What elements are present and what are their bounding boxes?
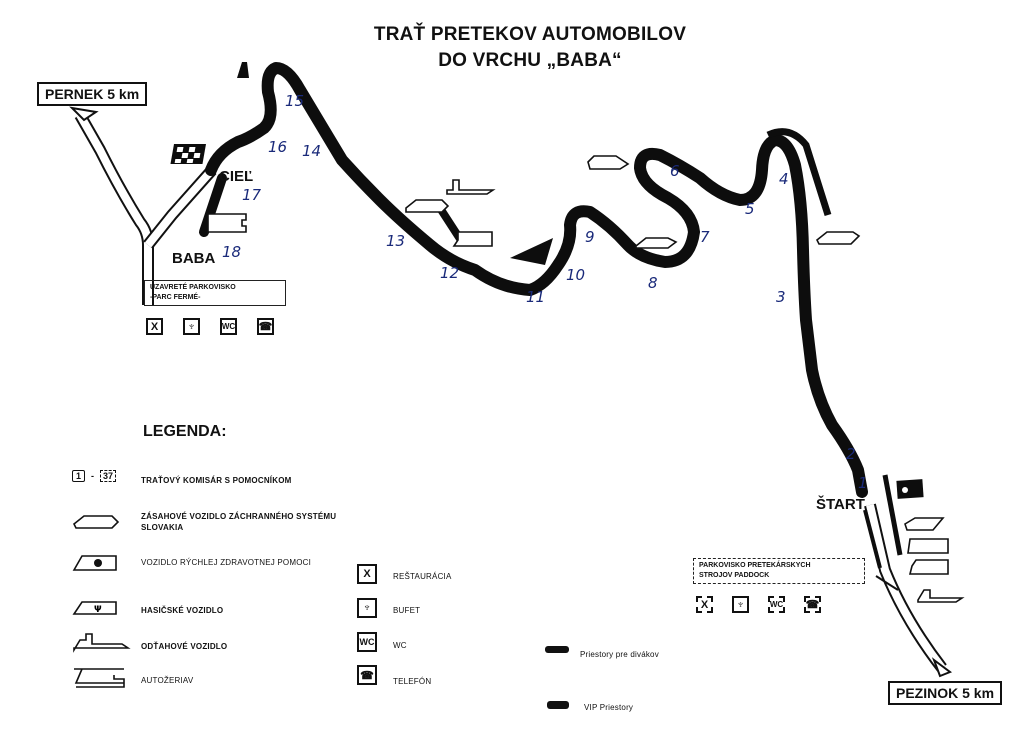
fire-truck-icon: [908, 559, 949, 575]
marshal-post-17: 17: [242, 186, 262, 204]
race-track: [205, 62, 868, 498]
legend-item-crane: AUTOŽERIAV: [141, 676, 194, 685]
start-house-icon: [896, 479, 924, 499]
buffet-icon: ♆: [732, 596, 749, 613]
crane-truck-icon: [207, 213, 247, 233]
legend-buffet-label: BUFET: [393, 606, 421, 615]
legend-telephone-label: TELEFÓN: [393, 677, 432, 686]
paddock-line2: STROJOV PADDOCK: [699, 572, 770, 579]
legend-item-rescue: ZÁSAHOVÉ VOZIDLO ZÁCHRANNÉHO SYSTÉMU SLO…: [141, 512, 337, 532]
marshal-post-14: 14: [302, 142, 322, 160]
pezinok-arrow-icon: [931, 657, 953, 678]
legend-restaurant-icon: X: [357, 564, 377, 584]
telephone-icon: ☎: [804, 596, 821, 613]
legend-item-ambulance: VOZIDLO RÝCHLEJ ZDRAVOTNEJ POMOCI: [141, 558, 312, 567]
ambulance-icon: [452, 231, 493, 247]
legend-marshal-range: 1 - 37: [72, 470, 117, 482]
marshal-range-to: 37: [100, 470, 117, 482]
pezinok-sign: PEZINOK 5 km: [888, 681, 1003, 705]
spectator-area-4: [766, 128, 832, 217]
legend-vip-area-label: VIP Priestory: [584, 703, 634, 712]
rescue-car-icon: [635, 237, 678, 249]
legend-spectator-area-icon: [545, 646, 569, 653]
pernek-sign: PERNEK 5 km: [37, 82, 148, 106]
marshal-post-11: 11: [526, 288, 546, 306]
finish-label: CIEĽ: [219, 168, 254, 185]
title-line-2: DO VRCHU „BABA“: [438, 50, 622, 71]
marshal-post-2: 2: [846, 445, 856, 463]
parc-ferme-facilities: X ♆ WC ☎: [146, 318, 274, 335]
pernek-arrow-icon: [69, 106, 99, 122]
legend-item-fire: HASIČSKÉ VOZIDLO: [141, 606, 224, 615]
legend-rescue-car-icon: [72, 515, 120, 529]
parc-ferme-box: UZAVRETÉ PARKOVISKO -PARC FERMÉ-: [144, 280, 286, 306]
pernek-road: [69, 106, 217, 305]
marshal-post-13: 13: [386, 232, 406, 250]
marshal-post-10: 10: [566, 266, 586, 284]
start-stand-left: [863, 509, 882, 569]
tow-truck-icon: [917, 589, 965, 603]
legend-fire-truck-icon: Ψ: [72, 601, 117, 615]
parc-ferme-line2: -PARC FERMÉ-: [150, 294, 201, 301]
marshal-post-9: 9: [585, 228, 595, 246]
telephone-icon: ☎: [257, 318, 274, 335]
pezinok-road: [864, 503, 953, 678]
legend-item-marshal: TRAŤOVÝ KOMISÁR S POMOCNÍKOM: [141, 476, 292, 485]
marshal-post-8: 8: [648, 274, 658, 292]
legend-telephone-icon: ☎: [357, 665, 377, 685]
baba-label: BABA: [172, 250, 216, 267]
marshal-post-12: 12: [440, 264, 460, 282]
legend-spectator-area-label: Priestory pre divákov: [580, 650, 659, 659]
wc-icon: WC: [220, 318, 237, 335]
vip-area-10: [510, 238, 553, 265]
svg-text:Ψ: Ψ: [94, 605, 102, 615]
peak-marker-icon: [237, 62, 249, 78]
legend-item-tow: ODŤAHOVÉ VOZIDLO: [141, 642, 228, 651]
legend-ambulance-icon: [72, 555, 117, 571]
checkered-flag-icon: [170, 144, 206, 164]
paddock-facilities: X ♆ WC ☎: [696, 596, 821, 613]
paddock-line1: PARKOVISKO PRETEKÁRSKYCH: [699, 562, 811, 569]
rescue-car-icon: [405, 199, 450, 213]
paddock-box: PARKOVISKO PRETEKÁRSKYCH STROJOV PADDOCK: [693, 558, 865, 584]
marshal-post-7: 7: [700, 228, 710, 246]
marshal-post-6: 6: [670, 162, 680, 180]
legend-title: LEGENDA:: [143, 423, 227, 440]
title-line-1: TRAŤ PRETEKOV AUTOMOBILOV: [373, 24, 687, 45]
legend-vip-area-icon: [547, 701, 569, 709]
rescue-car-icon: [587, 155, 630, 170]
marshal-post-18: 18: [222, 243, 242, 261]
tow-truck-icon: [446, 179, 496, 195]
legend-crane-icon: [74, 668, 125, 688]
marshal-post-15: 15: [285, 92, 305, 110]
marshal-post-1: 1: [858, 474, 868, 492]
marshal-post-3: 3: [776, 288, 786, 306]
parc-ferme-line1: UZAVRETÉ PARKOVISKO: [150, 284, 236, 291]
marshal-range-from: 1: [72, 470, 86, 482]
legend-restaurant-label: REŠTAURÁCIA: [393, 572, 452, 581]
restaurant-icon: X: [146, 318, 163, 335]
finish-straight: [199, 173, 227, 237]
start-stand-right: [882, 474, 903, 556]
start-label: ŠTART: [816, 496, 865, 513]
rescue-car-icon: [815, 231, 861, 245]
legend-tow-truck-icon: [73, 633, 131, 653]
map-title: TRAŤ PRETEKOV AUTOMOBILOV DO VRCHU „BABA…: [300, 22, 760, 74]
restaurant-icon: X: [696, 596, 713, 613]
wc-icon: WC: [768, 596, 785, 613]
marshal-post-4: 4: [779, 170, 789, 188]
range-dash: -: [91, 471, 95, 481]
rescue-car-icon: [904, 517, 945, 531]
marshal-post-16: 16: [268, 138, 288, 156]
legend-buffet-icon: ♆: [357, 598, 377, 618]
legend-wc-label: WC: [393, 641, 407, 650]
buffet-icon: ♆: [183, 318, 200, 335]
legend-wc-icon: WC: [357, 632, 377, 652]
marshal-post-5: 5: [745, 200, 755, 218]
ambulance-icon: [907, 538, 949, 554]
